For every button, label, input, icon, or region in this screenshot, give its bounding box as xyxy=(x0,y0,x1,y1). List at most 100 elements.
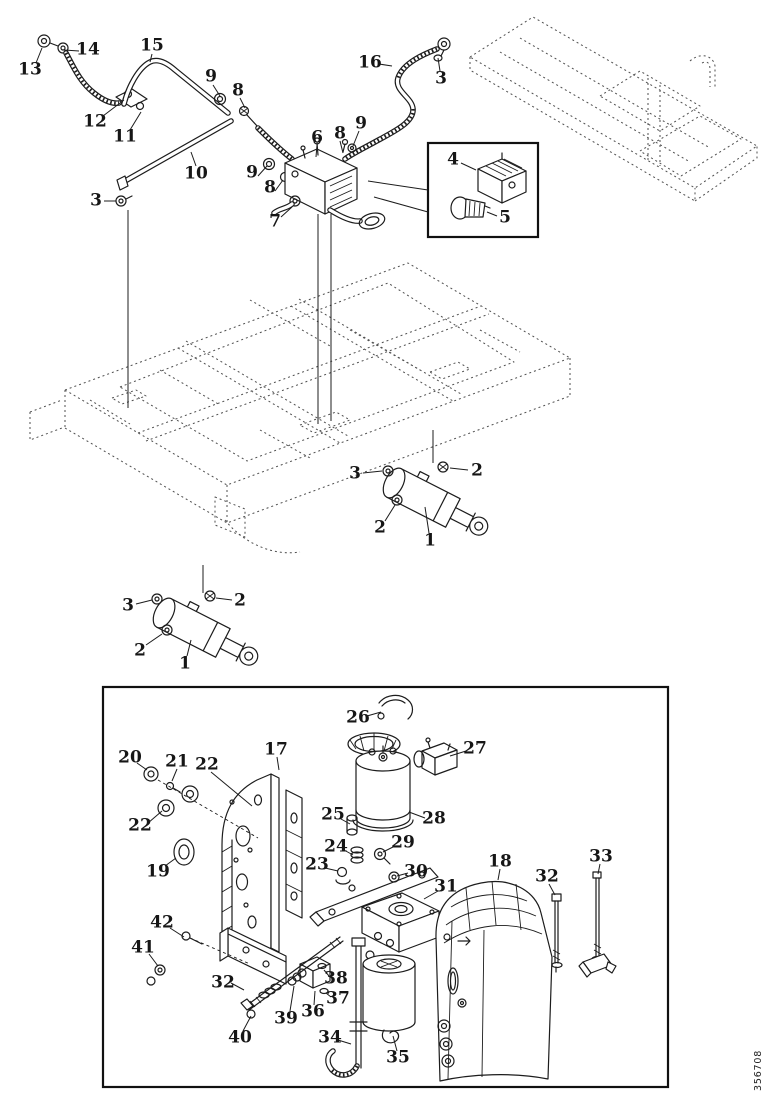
elbow-fitting-7 xyxy=(271,195,301,216)
callout-1: 1 xyxy=(424,530,436,551)
leader-line xyxy=(384,504,396,522)
leader-line xyxy=(486,211,498,217)
leader-line xyxy=(135,599,153,605)
mounting-plate-17 xyxy=(221,773,303,956)
callout-3: 3 xyxy=(435,68,447,89)
valve-parts-23-24-25 xyxy=(335,814,364,892)
callout-21: 21 xyxy=(165,751,189,772)
leader-line xyxy=(274,179,284,192)
cylinder-left xyxy=(152,597,259,666)
leader-line xyxy=(408,811,426,819)
callout-37: 37 xyxy=(326,988,350,1009)
callout-19: 19 xyxy=(146,861,170,882)
oil-filter-35 xyxy=(362,954,416,1044)
callout-3: 3 xyxy=(122,595,134,616)
clamp-26 xyxy=(377,694,414,720)
callout-31: 31 xyxy=(434,876,458,897)
callout-1: 1 xyxy=(179,653,191,674)
cylinder-left-fasteners xyxy=(151,590,216,636)
leader-line xyxy=(239,97,246,109)
leader-line xyxy=(289,985,295,1012)
leader-line xyxy=(313,990,316,1006)
callout-36: 36 xyxy=(301,1001,325,1022)
leader-line xyxy=(362,470,383,474)
reservoir-cover-18 xyxy=(435,880,553,1082)
callout-7: 7 xyxy=(269,211,281,232)
leader-line xyxy=(460,162,477,171)
callout-4: 4 xyxy=(447,149,459,170)
through-bolt-32-left xyxy=(240,936,344,1019)
callout-9: 9 xyxy=(246,162,258,183)
clamp-11-12 xyxy=(115,88,148,111)
callout-34: 34 xyxy=(318,1027,342,1048)
leader-line xyxy=(325,992,332,998)
callout-42: 42 xyxy=(150,912,174,933)
pump-assembly-inset-box xyxy=(101,685,670,1089)
cylinder-right-fasteners xyxy=(382,461,449,506)
leader-line xyxy=(136,762,148,771)
callout-32: 32 xyxy=(535,866,559,887)
leader-line xyxy=(169,927,185,938)
callout-3: 3 xyxy=(90,190,102,211)
leader-line xyxy=(157,779,259,839)
callout-23: 23 xyxy=(305,854,329,875)
leader-line xyxy=(210,771,253,807)
callout-22: 22 xyxy=(128,815,152,836)
mount-rod-32-right xyxy=(551,893,563,973)
solenoid-coil-4 xyxy=(477,152,527,204)
callout-9: 9 xyxy=(355,113,367,134)
tube-10 xyxy=(116,118,234,191)
leader-line xyxy=(367,180,429,191)
banjo-hose-end xyxy=(327,207,386,230)
callout-30: 30 xyxy=(404,861,428,882)
leader-line xyxy=(378,63,393,67)
leader-line xyxy=(190,151,197,167)
leader-line xyxy=(324,867,339,872)
hose-to-valve xyxy=(255,125,295,183)
valve-block xyxy=(271,137,386,230)
callout-13: 13 xyxy=(18,59,42,80)
leader-line xyxy=(340,818,351,825)
leader-line xyxy=(171,768,178,782)
leader-line xyxy=(148,953,159,967)
mount-rod-33 xyxy=(578,871,617,978)
callout-16: 16 xyxy=(358,52,382,73)
callout-14: 14 xyxy=(76,39,100,60)
leader-line xyxy=(147,810,163,824)
leader-line xyxy=(597,863,601,875)
callout-15: 15 xyxy=(140,35,164,56)
leader-line xyxy=(242,1015,252,1032)
leader-line xyxy=(497,868,501,881)
callout-8: 8 xyxy=(264,177,276,198)
leader-line xyxy=(424,506,430,534)
callout-11: 11 xyxy=(113,126,137,147)
tube-16 xyxy=(342,37,451,162)
support-strap xyxy=(309,867,439,927)
callout-2: 2 xyxy=(134,640,146,661)
callout-22: 22 xyxy=(195,754,219,775)
leader-line xyxy=(164,857,177,867)
callout-39: 39 xyxy=(274,1008,298,1029)
callout-41: 41 xyxy=(131,937,155,958)
callout-12: 12 xyxy=(83,111,107,132)
callout-2: 2 xyxy=(374,517,386,538)
callout-8: 8 xyxy=(232,80,244,101)
leader-lines xyxy=(35,47,601,1052)
leader-line xyxy=(352,130,360,147)
leader-line xyxy=(129,111,142,131)
leader-line xyxy=(215,597,233,601)
callout-38: 38 xyxy=(324,968,348,989)
leader-line xyxy=(280,206,293,218)
hydraulic-tube-assembly xyxy=(37,34,295,207)
callout-2: 2 xyxy=(234,590,246,611)
leader-line xyxy=(423,890,439,900)
suction-tube-34 xyxy=(325,937,368,1078)
callout-3: 3 xyxy=(349,463,361,484)
leader-line xyxy=(382,845,396,853)
callout-5: 5 xyxy=(499,207,511,228)
leader-line xyxy=(35,47,43,64)
fittings-29-30 xyxy=(373,847,400,883)
callout-17: 17 xyxy=(264,739,288,760)
start-solenoid-27 xyxy=(413,737,458,776)
leader-line xyxy=(437,57,441,72)
